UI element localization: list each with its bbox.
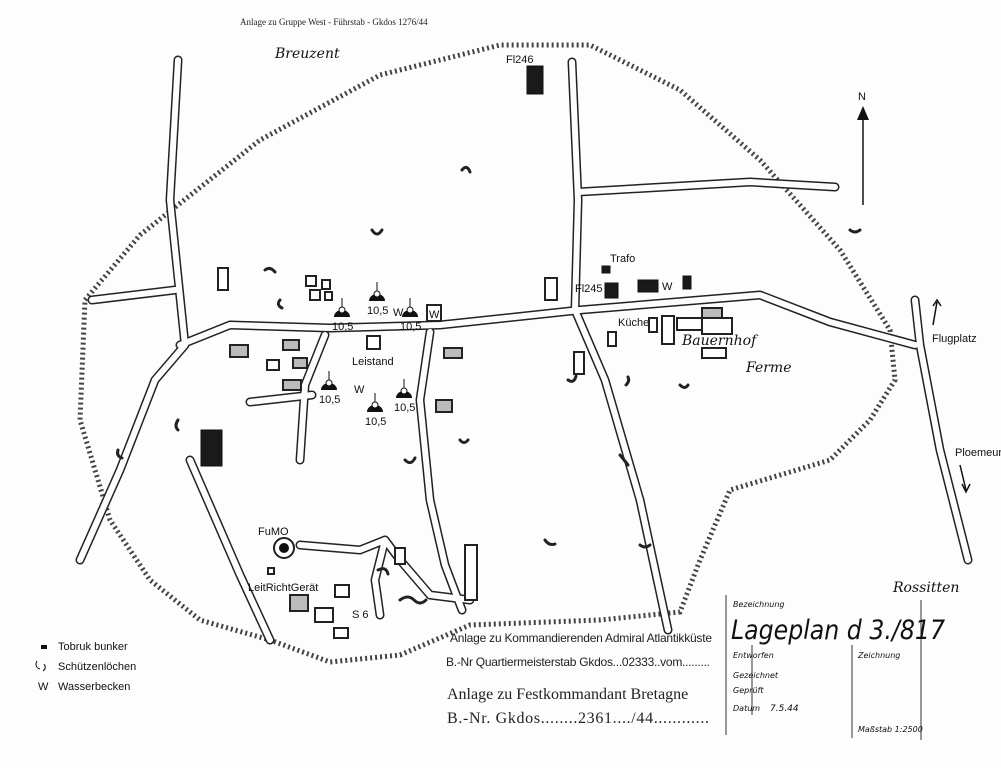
svg-text:Bezeichnung: Bezeichnung (733, 600, 785, 609)
svg-text:Schützenlöchen: Schützenlöchen (58, 661, 136, 673)
svg-text:Geprüft: Geprüft (733, 686, 764, 695)
label-w: W (429, 309, 440, 321)
label-w: W (354, 384, 365, 396)
svg-text:N: N (858, 91, 866, 103)
annex-line-4: B.-Nr. Gkdos........2361..../44.........… (447, 710, 709, 727)
label-breuzent: Breuzent (274, 46, 340, 62)
label-ploemeur: Ploemeur (955, 447, 1001, 459)
perimeter-wire (77, 42, 898, 665)
label-fl246: Fl246 (506, 54, 534, 66)
label-leitrichtgeraet: LeitRichtGerät (248, 582, 318, 594)
svg-text:Zeichnung: Zeichnung (857, 651, 900, 660)
svg-text:Entworfen: Entworfen (733, 651, 774, 660)
arrow-ploemeur-icon (959, 464, 971, 494)
roads (75, 55, 973, 645)
arrow-flugplatz-icon (932, 298, 942, 326)
annex-line-3: Anlage zu Festkommandant Bretagne (447, 686, 688, 703)
gun-calibre: 10,5 (319, 394, 340, 406)
legend: Tobruk bunker Schützenlöchen W Wasserbec… (35, 641, 136, 693)
gun-calibre: 10,5 (367, 305, 388, 317)
foxhole-icon (35, 660, 46, 672)
gun-calibre: 10,5 (400, 321, 421, 333)
svg-text:7.5.44: 7.5.44 (770, 704, 799, 714)
label-bauernhof: Bauernhof (681, 333, 759, 349)
label-fumo: FuMO (258, 526, 289, 538)
label-w: W (393, 307, 404, 319)
gun-calibre: 10,5 (332, 321, 353, 333)
foxholes (116, 165, 862, 605)
annex-line-1: Anlage zu Kommandierenden Admiral Atlant… (450, 631, 712, 645)
svg-text:Wasserbecken: Wasserbecken (58, 681, 130, 693)
label-leistand: Leistand (352, 356, 394, 368)
gun-calibre: 10,5 (394, 402, 415, 414)
svg-text:Gezeichnet: Gezeichnet (733, 671, 779, 680)
gun-calibre: 10,5 (365, 416, 386, 428)
signature: Rossitten (892, 580, 959, 596)
svg-text:Tobruk bunker: Tobruk bunker (58, 641, 128, 653)
annex-line-2: B.-Nr Quartiermeisterstab Gkdos...02333.… (446, 655, 710, 669)
plan-title: Lageplan d 3./817 (731, 615, 945, 646)
svg-text:Maßstab 1:2500: Maßstab 1:2500 (858, 725, 923, 734)
title-block: Bezeichnung Lageplan d 3./817 Entworfen … (725, 580, 959, 740)
label-fl245: Fl245 (575, 283, 603, 295)
tobruk-bunker-icon (41, 645, 47, 649)
label-ferme: Ferme (745, 360, 792, 376)
header-text: Anlage zu Gruppe West - Führstab - Gkdos… (240, 17, 428, 27)
water-basin-icon: W (38, 681, 49, 693)
buildings (200, 65, 733, 639)
label-flugplatz: Flugplatz (932, 333, 977, 345)
svg-text:Datum: Datum (733, 704, 760, 713)
north-arrow-icon: N (857, 91, 869, 205)
artillery-positions: 10,5 10,5 10,5 10,5 10,5 10,5 (319, 282, 421, 428)
label-trafo: Trafo (610, 253, 635, 265)
label-kueche: Küche (618, 317, 649, 329)
label-s6: S 6 (352, 609, 369, 621)
label-w: W (662, 281, 673, 293)
